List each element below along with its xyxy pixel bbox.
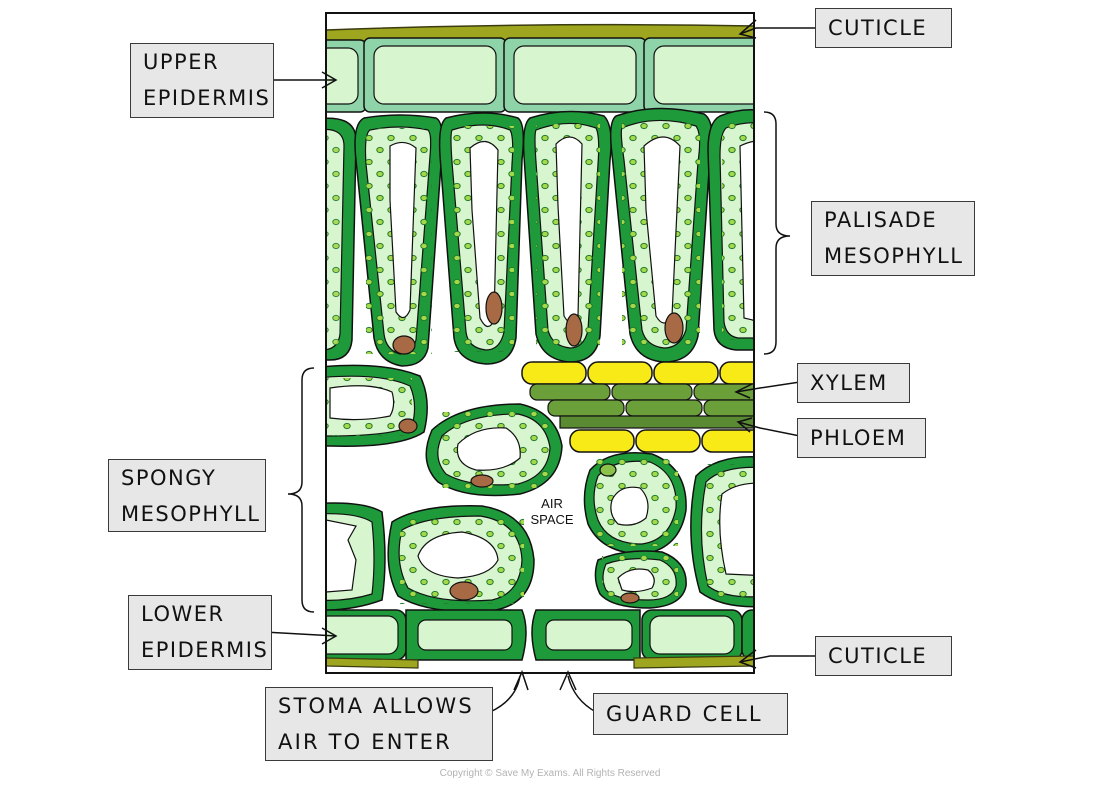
label-palisade-line2: MESOPHYLL xyxy=(824,244,964,268)
copyright-notice: Copyright © Save My Exams. All Rights Re… xyxy=(439,768,661,779)
palisade-brace xyxy=(763,111,791,355)
label-upper-epidermis: UPPER EPIDERMIS xyxy=(130,43,274,118)
cuticle-bottom xyxy=(326,657,419,669)
label-guard-cell-text: GUARD CELL xyxy=(606,702,763,726)
label-phloem-text: PHLOEM xyxy=(810,426,907,450)
leader-lines xyxy=(263,19,818,713)
label-stoma-line2: AIR TO ENTER xyxy=(278,730,452,754)
upper-epidermis-cells xyxy=(326,37,754,113)
label-cuticle-bottom: CUTICLE xyxy=(815,636,952,676)
label-upper-epidermis-line2: EPIDERMIS xyxy=(143,86,271,110)
spongy-mesophyll-cells xyxy=(326,364,754,613)
lower-epidermis-cells xyxy=(326,609,754,661)
vascular-bundle xyxy=(521,361,754,453)
label-spongy-line1: SPONGY xyxy=(121,466,217,490)
label-palisade-mesophyll: PALISADE MESOPHYLL xyxy=(811,201,975,276)
label-spongy-mesophyll: SPONGY MESOPHYLL xyxy=(108,459,266,532)
label-cuticle-bottom-text: CUTICLE xyxy=(828,644,928,668)
cuticle-bottom-right xyxy=(633,655,754,669)
label-lower-epidermis-line1: LOWER xyxy=(141,602,225,626)
diagram-frame xyxy=(325,12,755,674)
label-stoma: STOMA ALLOWS AIR TO ENTER xyxy=(265,687,493,761)
palisade-cells xyxy=(326,107,754,367)
label-guard-cell: GUARD CELL xyxy=(593,693,788,735)
label-phloem: PHLOEM xyxy=(797,418,926,458)
label-cuticle-top: CUTICLE xyxy=(815,8,952,48)
air-space-line2: SPACE xyxy=(530,512,574,527)
label-stoma-line1: STOMA ALLOWS xyxy=(278,694,474,718)
label-xylem-text: XYLEM xyxy=(810,371,888,395)
spongy-brace xyxy=(287,367,315,613)
label-spongy-line2: MESOPHYLL xyxy=(121,502,261,526)
air-space-line1: AIR xyxy=(541,496,563,511)
label-cuticle-top-text: CUTICLE xyxy=(828,16,928,40)
label-lower-epidermis: LOWER EPIDERMIS xyxy=(128,595,272,670)
label-xylem: XYLEM xyxy=(797,363,910,403)
label-upper-epidermis-line1: UPPER xyxy=(143,50,220,74)
air-space-label: AIR SPACE xyxy=(512,496,592,528)
label-palisade-line1: PALISADE xyxy=(824,208,938,232)
label-lower-epidermis-line2: EPIDERMIS xyxy=(141,638,269,662)
